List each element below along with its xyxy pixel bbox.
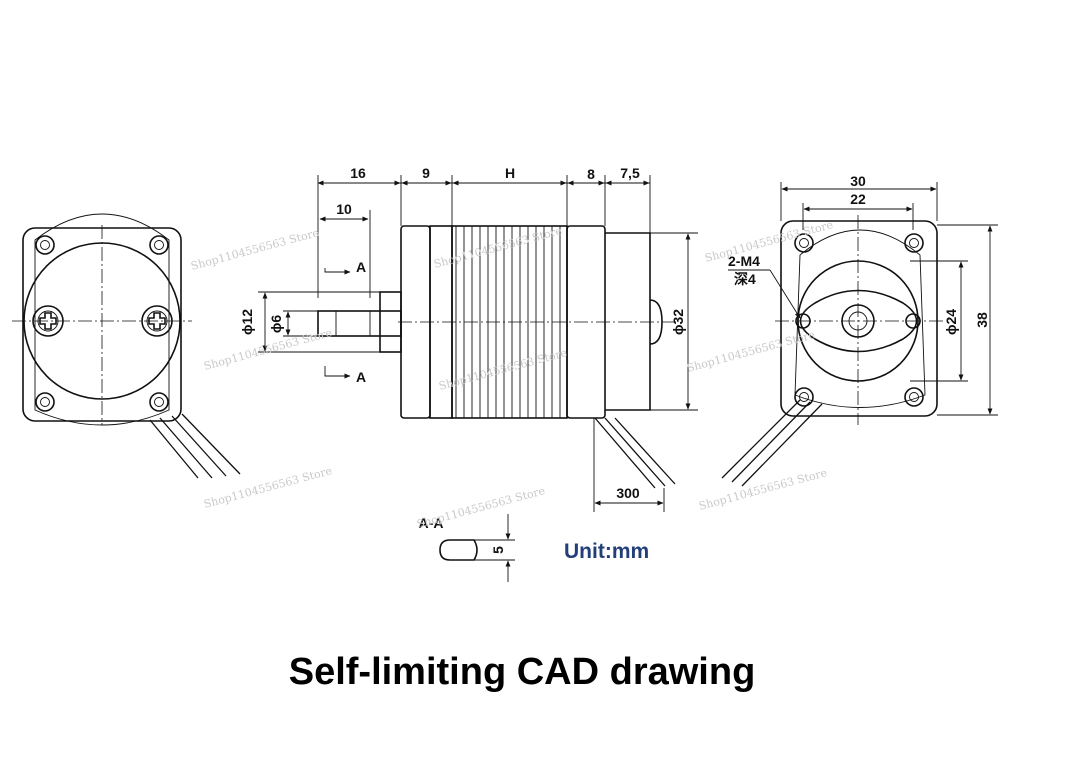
shaft-flange xyxy=(379,291,402,353)
lead-wires xyxy=(594,417,676,489)
dim-10: 10 xyxy=(336,201,352,217)
section-a-a: A-A 5 xyxy=(419,514,515,582)
mount-hole-label: 2-M4 xyxy=(728,253,760,269)
watermark-text: Shop1104556563 Store xyxy=(415,484,546,531)
shaft-section xyxy=(439,539,478,561)
mount-hole-icon xyxy=(904,233,924,253)
mount-hole-icon xyxy=(35,235,55,255)
dim-h: H xyxy=(505,165,515,181)
unit-label: Unit:mm xyxy=(564,540,649,563)
section-label: A-A xyxy=(419,515,444,531)
flange-plate xyxy=(799,289,918,353)
mount-hole-icon xyxy=(149,235,169,255)
dim-phi6: ϕ6 xyxy=(268,315,284,333)
mount-hole-icon xyxy=(794,387,814,407)
dim-38: 38 xyxy=(974,312,990,328)
lead-wires-end xyxy=(721,399,823,487)
front-view xyxy=(12,213,241,479)
end-view: 30 22 2-M4 深4 ϕ24 38 xyxy=(721,173,998,487)
dim-16: 16 xyxy=(350,165,366,181)
side-view: 16 9 H 8 7,5 10 ϕ12 ϕ6 A A xyxy=(239,165,698,512)
page-title: Self-limiting CAD drawing xyxy=(289,651,756,693)
watermark-text: Shop1104556563 Store xyxy=(703,218,834,265)
watermark-text: Shop1104556563 Store xyxy=(189,226,320,273)
section-mark-top: A xyxy=(356,259,366,275)
dim-7-5: 7,5 xyxy=(620,165,640,181)
mount-hole-icon xyxy=(904,387,924,407)
dim-22: 22 xyxy=(850,191,866,207)
watermark-text: Shop1104556563 Store xyxy=(697,466,828,513)
mount-hole-depth: 深4 xyxy=(734,271,756,287)
dim-9: 9 xyxy=(422,165,430,181)
dim-5: 5 xyxy=(490,546,506,554)
watermark-text: Shop1104556563 Store xyxy=(437,346,568,393)
section-mark-bottom: A xyxy=(356,369,366,385)
mount-hole-icon xyxy=(35,392,55,412)
dim-30: 30 xyxy=(850,173,866,189)
dim-phi12: ϕ12 xyxy=(239,309,255,335)
dim-phi24: ϕ24 xyxy=(943,309,959,335)
dim-phi32: ϕ32 xyxy=(670,309,686,335)
dim-300: 300 xyxy=(616,485,640,501)
dim-8: 8 xyxy=(587,166,595,182)
mount-hole-icon xyxy=(149,392,169,412)
